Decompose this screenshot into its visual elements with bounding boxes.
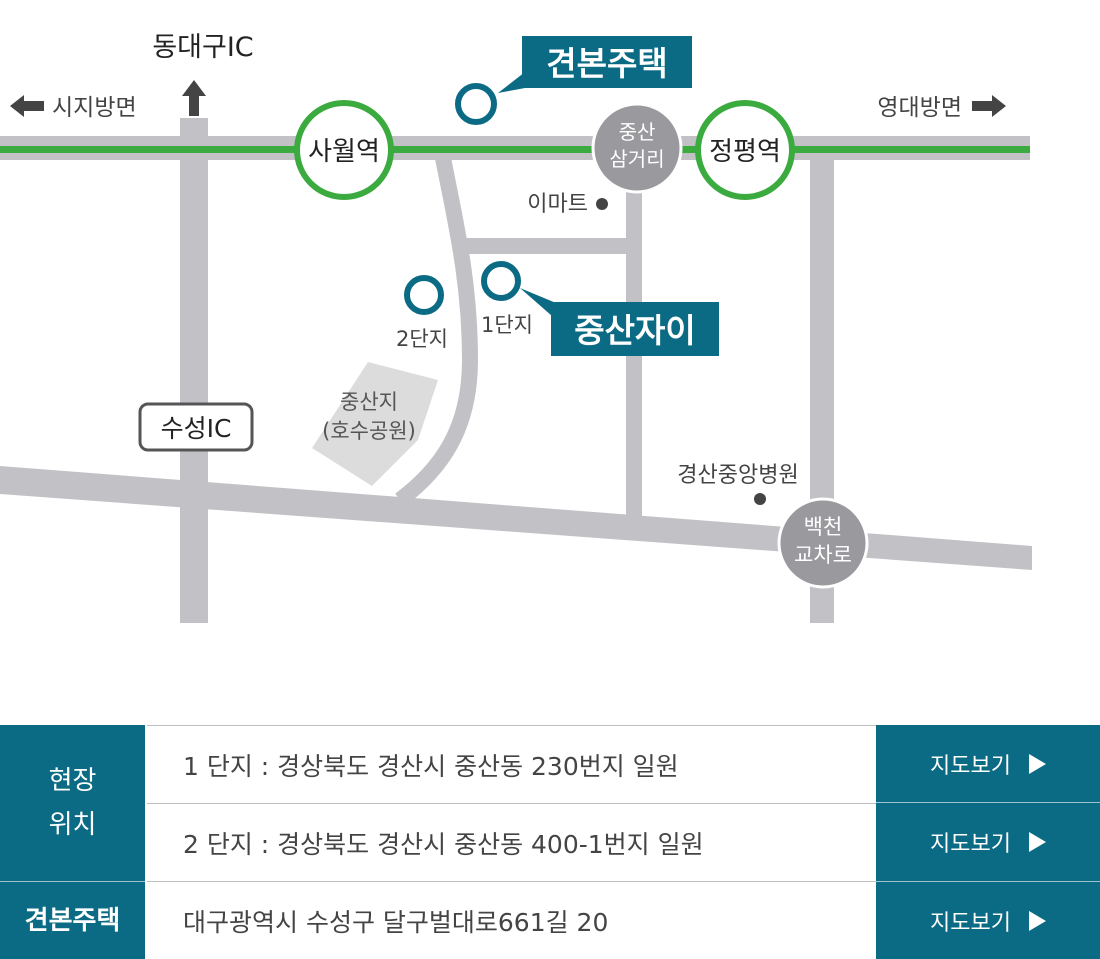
label-donggu-ic: 동대구IC bbox=[152, 32, 253, 63]
junction-baekcheon bbox=[777, 497, 869, 589]
label-siji: 시지방면 bbox=[52, 95, 137, 121]
site-location-header-line2: 위치 bbox=[48, 810, 97, 840]
label-samgeori-2: 삼거리 bbox=[609, 147, 664, 171]
row-separator bbox=[876, 802, 1100, 803]
map-button-row2-label: 지도보기 bbox=[930, 832, 1011, 857]
map-button-row2[interactable]: 지도보기 bbox=[876, 803, 1100, 881]
row2-address-text: 2 단지 : 경상북도 경산시 중산동 400-1번지 일원 bbox=[183, 829, 704, 859]
label-baekcheon-2: 교차로 bbox=[794, 543, 852, 567]
row1-address: 1 단지 : 경상북도 경산시 중산동 230번지 일원 bbox=[147, 725, 876, 803]
arrow-up-icon bbox=[182, 80, 206, 116]
label-jungsanji-2: (호수공원) bbox=[322, 419, 416, 443]
model-house-header: 견본주택 bbox=[0, 882, 145, 959]
map-button-row1-label: 지도보기 bbox=[930, 754, 1011, 779]
gyeonbon-marker bbox=[455, 83, 497, 125]
label-danji2: 2단지 bbox=[396, 327, 448, 351]
row3-address-text: 대구광역시 수성구 달구벌대로661길 20 bbox=[183, 907, 609, 937]
road-lower-diagonal bbox=[0, 466, 1032, 570]
hospital-dot bbox=[754, 493, 766, 505]
road-vertical-left bbox=[180, 118, 208, 623]
label-samgeori-1: 중산 bbox=[619, 120, 656, 144]
label-hospital: 경산중앙병원 bbox=[677, 463, 798, 488]
station-sawol bbox=[294, 100, 394, 200]
label-suseong-ic: 수성IC bbox=[161, 414, 232, 443]
label-yeongdae: 영대방면 bbox=[877, 95, 962, 121]
junction-jungsan-samgeori bbox=[591, 102, 683, 194]
map-canvas: 동대구IC 시지방면 영대방면 이마트 경산중앙병원 중산지 (호수공원) 수성… bbox=[0, 32, 1032, 623]
road-network bbox=[0, 118, 1032, 623]
label-jungsan-xi: 중산자이 bbox=[574, 311, 695, 350]
row-separator bbox=[876, 881, 1100, 882]
model-house-header-text: 견본주택 bbox=[24, 905, 121, 936]
road-curved bbox=[395, 156, 479, 507]
park-area bbox=[312, 362, 438, 486]
map-button-row1[interactable]: 지도보기 bbox=[876, 725, 1100, 803]
arrow-right-icon bbox=[972, 95, 1006, 117]
jungsan-xi-callout-pointer bbox=[520, 288, 556, 316]
row-separator bbox=[0, 881, 145, 882]
map-button-row3-label: 지도보기 bbox=[930, 910, 1011, 936]
label-jungsanji-1: 중산지 bbox=[340, 390, 398, 414]
label-baekcheon-1: 백천 bbox=[804, 515, 843, 539]
emart-dot bbox=[596, 198, 608, 210]
play-arrow-icon bbox=[1028, 910, 1046, 931]
arrow-left-icon bbox=[10, 95, 44, 117]
label-sawol: 사월역 bbox=[308, 137, 380, 167]
label-emart: 이마트 bbox=[527, 192, 588, 217]
danji1-marker bbox=[481, 261, 521, 301]
play-arrow-icon bbox=[1028, 832, 1046, 852]
site-location-header-line1: 현장 bbox=[48, 766, 97, 796]
row1-address-text: 1 단지 : 경상북도 경산시 중산동 230번지 일원 bbox=[183, 751, 679, 781]
row2-address: 2 단지 : 경상북도 경산시 중산동 400-1번지 일원 bbox=[147, 803, 876, 881]
map-button-row3[interactable]: 지도보기 bbox=[876, 882, 1100, 959]
location-info-table: 현장 위치 견본주택 1 단지 : 경상북도 경산시 중산동 230번지 일원 … bbox=[0, 725, 1100, 959]
row3-address: 대구광역시 수성구 달구벌대로661길 20 bbox=[147, 881, 876, 959]
site-location-header: 현장 위치 bbox=[0, 725, 145, 881]
road-horizontal-connector bbox=[460, 238, 640, 254]
danji2-marker bbox=[404, 275, 444, 315]
suseong-ic-box bbox=[138, 402, 254, 452]
subway-line bbox=[0, 146, 1030, 153]
play-arrow-icon bbox=[1028, 754, 1046, 774]
label-gyeonbon: 견본주택 bbox=[546, 44, 667, 83]
label-danji1: 1단지 bbox=[481, 313, 533, 337]
label-jeongpyeong: 정평역 bbox=[709, 137, 781, 167]
station-jeongpyeong bbox=[695, 100, 795, 200]
gyeonbon-callout bbox=[522, 36, 692, 88]
jungsan-xi-callout bbox=[551, 302, 719, 356]
location-map: 동대구IC 시지방면 영대방면 이마트 경산중앙병원 중산지 (호수공원) 수성… bbox=[0, 32, 1032, 623]
